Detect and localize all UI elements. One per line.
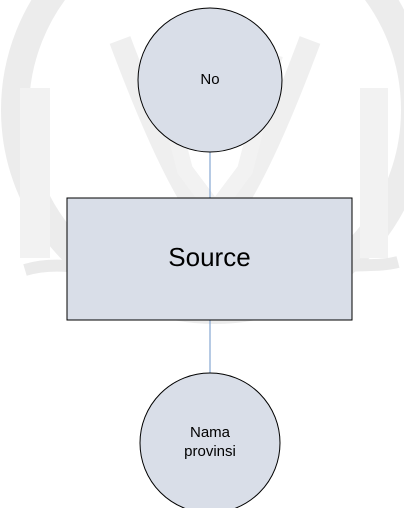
node-no-circle <box>137 7 283 153</box>
node-source-box <box>66 197 353 321</box>
node-source-label: Source <box>168 241 251 272</box>
node-no-label: No <box>200 70 220 88</box>
node-nama-provinsi-circle <box>139 372 281 508</box>
node-nama-provinsi-label: Nama provinsi <box>184 424 236 460</box>
